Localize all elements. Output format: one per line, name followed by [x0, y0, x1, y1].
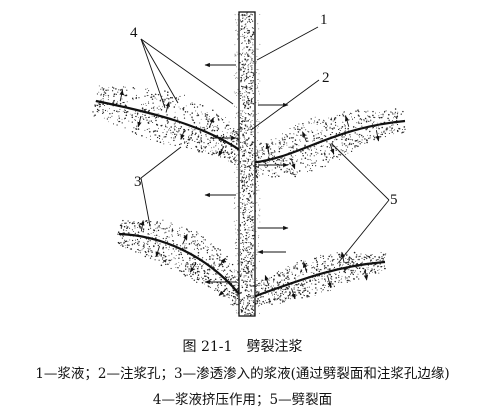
pressure-arrow — [189, 262, 197, 273]
pressure-arrow — [119, 89, 124, 102]
leader-line — [140, 146, 182, 179]
pressure-arrow — [265, 143, 270, 155]
fracture-plane — [95, 99, 245, 154]
pressure-arrow — [165, 101, 170, 113]
legend-line-2: 4—浆液挤压作用；5—劈裂面 — [152, 392, 333, 408]
leader-line — [331, 143, 390, 201]
pressure-arrow — [302, 261, 308, 273]
pressure-arrow — [218, 146, 225, 157]
leader-line — [140, 38, 179, 104]
callout-5: 5 — [390, 192, 398, 208]
pressure-arrow — [329, 143, 335, 155]
leader-lines — [140, 26, 390, 263]
pressure-arrow — [375, 130, 380, 142]
pressure-arrow — [140, 219, 145, 232]
pressure-arrow — [137, 115, 142, 128]
pressure-arrow — [218, 257, 226, 268]
callout-labels: 1 2 3 4 5 — [130, 12, 398, 208]
grouting-diagram: 1 2 3 4 5 — [92, 11, 406, 317]
leader-line — [140, 38, 234, 105]
pressure-arrow — [155, 245, 160, 258]
leader-line — [256, 26, 319, 61]
pressure-arrow — [363, 269, 369, 281]
diagram: 1 2 3 4 5 — [92, 11, 406, 317]
fracture-plane — [249, 260, 386, 300]
fracture-plane — [118, 232, 245, 301]
leader-line — [140, 177, 151, 227]
figure-number: 图 21-1 — [182, 339, 233, 355]
pressure-arrow — [290, 158, 296, 170]
figure-caption: 图 21-1 劈裂注浆 — [0, 336, 485, 356]
leader-line — [338, 199, 390, 263]
pressure-arrow — [208, 117, 214, 128]
pressure-arrows — [119, 62, 380, 300]
leader-line — [140, 38, 166, 109]
pressure-arrow — [345, 115, 350, 127]
callout-1: 1 — [320, 12, 328, 28]
pressure-arrow — [180, 128, 186, 140]
pressure-arrow — [182, 233, 188, 245]
figure-title: 劈裂注浆 — [246, 339, 303, 355]
leader-line — [250, 79, 320, 131]
fracture-plane — [249, 119, 406, 165]
pressure-arrow — [264, 274, 270, 286]
callout-2: 2 — [322, 70, 330, 86]
pressure-arrow — [302, 131, 308, 143]
pressure-arrow — [327, 276, 332, 289]
pressure-arrow — [218, 287, 228, 296]
fracture-planes — [95, 99, 406, 301]
pressure-arrow — [291, 288, 296, 300]
callout-4: 4 — [130, 25, 138, 41]
hole-grout-fill — [239, 12, 255, 316]
legend-line-1: 1—浆液；2—注浆孔；3—渗透渗入的浆液(通过劈裂面和注浆孔边缘) — [35, 366, 450, 382]
callout-3: 3 — [134, 174, 142, 190]
